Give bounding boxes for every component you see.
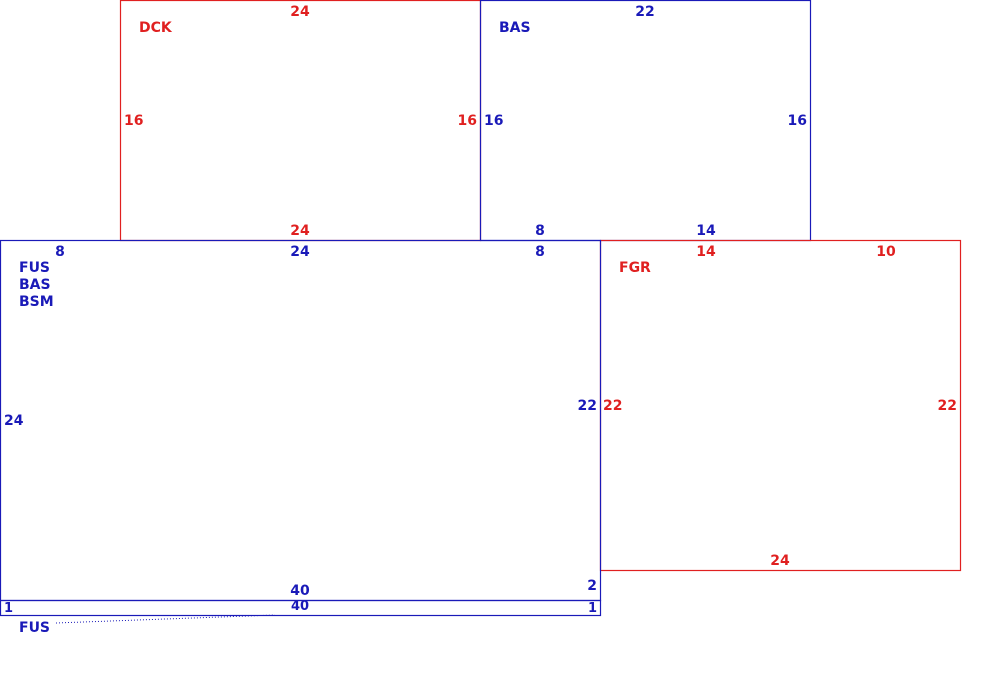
room-fgr-dim-top-right: 10 — [876, 244, 896, 260]
room-fus-dim-bottom: 40 — [290, 583, 310, 599]
room-bas-outline — [479, 0, 812, 242]
room-fus-dim-left: 24 — [4, 413, 24, 429]
room-fgr-name: FGR — [619, 260, 651, 276]
room-fus-strip-outline — [0, 599, 602, 617]
room-bas-dim-right: 16 — [788, 113, 807, 129]
room-bas: BAS 22 16 16 8 14 — [479, 0, 812, 242]
room-dck-outline — [119, 0, 482, 242]
room-dck-dim-left: 16 — [124, 113, 143, 129]
room-fus-strip-name: FUS — [19, 620, 50, 636]
room-fus: FUS BAS BSM 8 24 8 24 22 40 2 — [0, 239, 602, 602]
room-bas-dim-top: 22 — [635, 4, 654, 20]
room-dck-dim-top: 24 — [290, 4, 310, 20]
room-fgr-dim-bottom: 24 — [770, 553, 790, 569]
room-fgr-dim-left: 22 — [603, 398, 622, 414]
room-bas-dim-left: 16 — [484, 113, 503, 129]
room-dck-name: DCK — [139, 20, 173, 36]
room-fus-name-3: BSM — [19, 294, 54, 310]
room-fus-dim-top-left: 8 — [55, 244, 65, 260]
room-fus-dim-top: 24 — [290, 244, 310, 260]
room-fus-dim-right: 22 — [578, 398, 597, 414]
room-fus-strip-dim-right: 1 — [588, 601, 597, 616]
room-bas-name: BAS — [499, 20, 531, 36]
room-fus-strip-leader-line — [55, 614, 276, 624]
room-dck-dim-right: 16 — [458, 113, 477, 129]
room-dck-dim-bottom: 24 — [290, 223, 310, 239]
room-fus-dim-bottom-right: 2 — [587, 578, 597, 594]
room-dck: DCK 24 16 16 24 — [119, 0, 482, 242]
room-fus-name-1: FUS — [19, 260, 50, 276]
room-fus-strip-dim-left: 1 — [4, 601, 13, 616]
room-fgr-outline — [599, 239, 962, 572]
room-fgr-dim-right: 22 — [938, 398, 957, 414]
room-fus-name-2: BAS — [19, 277, 51, 293]
room-fgr-dim-top-left: 14 — [696, 244, 716, 260]
room-bas-dim-bottom-left: 8 — [535, 223, 545, 239]
room-bas-dim-bottom-right: 14 — [696, 223, 716, 239]
room-fus-strip: 40 1 1 FUS — [0, 599, 602, 636]
room-fus-outline — [0, 239, 602, 602]
room-fgr: FGR 14 10 22 22 24 — [599, 239, 962, 572]
room-fus-strip-dim-top: 40 — [291, 599, 309, 614]
room-fus-dim-top-right: 8 — [535, 244, 545, 260]
